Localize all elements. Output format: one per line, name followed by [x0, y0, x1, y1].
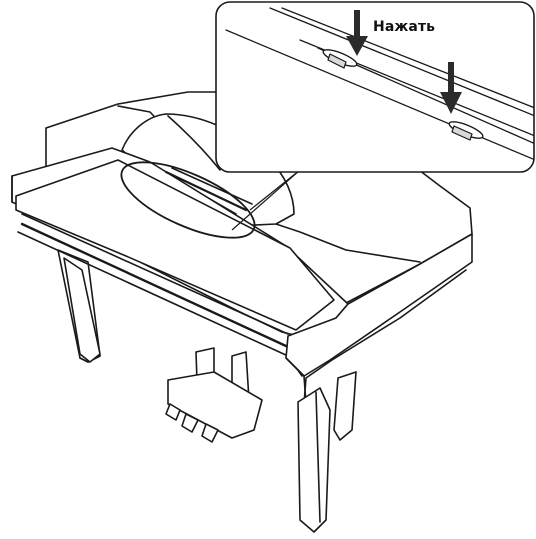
- leg-front-left: [63, 257, 101, 363]
- leader-line: [231, 169, 301, 231]
- key-slip: [20, 222, 288, 348]
- down-arrow-icon: [440, 62, 462, 114]
- pedal-box: [167, 371, 263, 439]
- callout-box: [215, 1, 535, 173]
- leg-back-right: [333, 371, 357, 441]
- press-label: Нажать: [373, 19, 436, 35]
- leg-front-right: [297, 387, 331, 533]
- keyboard-lid: [15, 159, 335, 331]
- case-right: [285, 233, 473, 377]
- pedal-left: [165, 403, 181, 421]
- release-lever-right: [448, 121, 484, 141]
- highlight-ellipse: [120, 161, 256, 239]
- down-arrow-icon: [346, 10, 368, 56]
- pedal-right: [201, 423, 219, 443]
- pedal-center: [181, 413, 199, 433]
- release-lever-left: [322, 49, 358, 69]
